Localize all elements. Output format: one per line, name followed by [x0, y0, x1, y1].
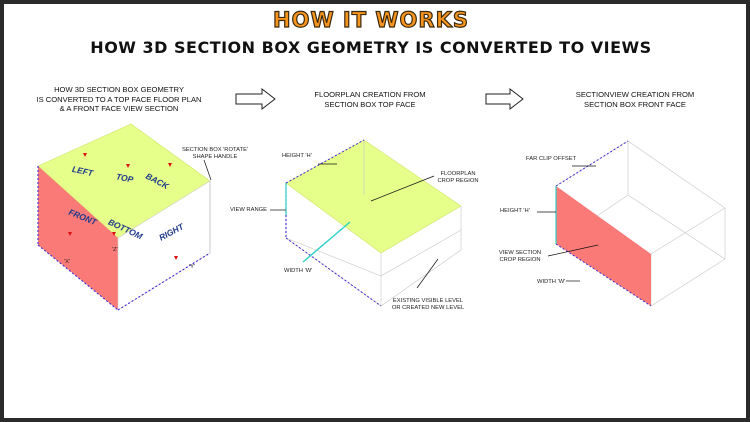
height-label: HEIGHT 'H': [282, 153, 312, 159]
axis-label-x: 'X': [64, 259, 71, 265]
view-range-label: VIEW RANGE: [230, 207, 268, 213]
handle-markers: [68, 153, 178, 260]
caption-step2: FLOORPLAN CREATION FROM SECTION BOX TOP …: [314, 90, 426, 109]
floorplan-crop-label: FLOORPLAN CROP REGION: [437, 171, 479, 184]
floorplan-box: [270, 139, 462, 307]
rotate-handle-label: SECTION BOX 'ROTATE' SHAPE HANDLE: [181, 147, 249, 160]
sectionview-box: [537, 140, 726, 307]
arrow-icon: [235, 87, 276, 111]
width-label: WIDTH 'W': [537, 279, 566, 285]
box2-top-face: [285, 139, 462, 254]
box1-front-face: [38, 166, 118, 310]
caption-step3: SECTIONVIEW CREATION FROM SECTION BOX FR…: [575, 90, 695, 109]
page-subtitle: HOW 3D SECTION BOX GEOMETRY IS CONVERTED…: [90, 38, 652, 57]
page-title: HOW IT WORKS: [272, 7, 469, 32]
axis-label-y: 'Y': [189, 264, 196, 270]
arrow-icon: [485, 87, 524, 111]
section-box-3d: [37, 123, 212, 311]
caption-step1: HOW 3D SECTION BOX GEOMETRY IS CONVERTED…: [36, 85, 202, 113]
far-clip-label: FAR CLIP OFFSET: [526, 156, 577, 162]
width-label: WIDTH 'W': [284, 268, 313, 274]
axis-label-z: 'Z': [112, 247, 118, 253]
level-label: EXISTING VISIBLE LEVEL OR CREATED NEW LE…: [391, 298, 465, 311]
box3-front-face: [556, 186, 651, 306]
height-label: HEIGHT 'H': [500, 208, 530, 214]
view-section-crop-label: VIEW SECTION CROP REGION: [498, 250, 542, 263]
